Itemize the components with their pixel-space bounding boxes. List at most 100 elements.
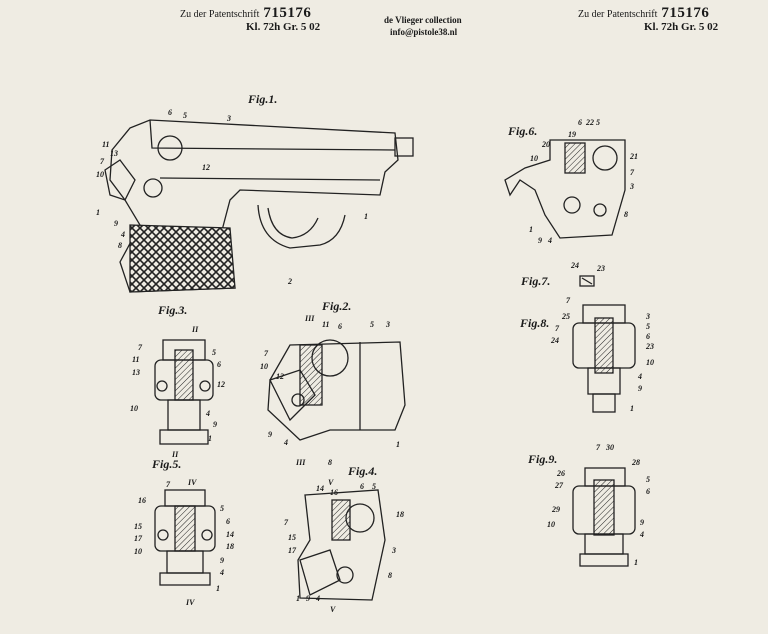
fig3-callout: 6	[217, 360, 221, 369]
fig9-callout: 29	[552, 505, 560, 514]
fig2-callout: 10	[260, 362, 268, 371]
fig2-drawing	[267, 339, 406, 441]
fig4-drawing	[297, 489, 386, 601]
fig9-label: Fig.9.	[528, 452, 558, 466]
fig9-callout: 9	[640, 518, 644, 527]
header-left-text: Zu der Patentschrift	[180, 9, 260, 20]
fig6-callout: 7	[630, 168, 634, 177]
fig6-callout: 19	[568, 130, 576, 139]
fig4-callout: 14	[316, 484, 324, 493]
fig2-callout: 7	[264, 349, 268, 358]
fig5-callout: 15	[134, 522, 142, 531]
fig1-callout: 8	[118, 241, 122, 250]
fig6-callout: 22	[586, 118, 594, 127]
fig2-callout: 12	[276, 372, 284, 381]
collection-line2: info@pistole38.nl	[390, 27, 458, 37]
fig5-callout: 9	[220, 556, 224, 565]
fig5-callout: 14	[226, 530, 234, 539]
fig5-callout: IV	[188, 478, 197, 487]
header-right-number: 715176	[661, 5, 710, 21]
fig4-callout: 1	[296, 594, 300, 603]
fig1-callout: 7	[100, 157, 104, 166]
fig4-callout: V	[328, 478, 334, 487]
fig3-callout: 5	[212, 348, 216, 357]
fig9-drawing	[572, 467, 636, 567]
fig8-callout: 3	[646, 312, 650, 321]
fig3-callout: II	[172, 450, 179, 459]
fig4-callout: 5	[372, 482, 376, 491]
fig8-callout: 6	[646, 332, 650, 341]
fig2-callout: III	[296, 458, 306, 467]
fig6-callout: 5	[596, 118, 600, 127]
fig8-callout: 9	[638, 384, 642, 393]
fig6-callout: 9	[538, 236, 542, 245]
fig2-callout: III	[305, 314, 315, 323]
fig1-label: Fig.1.	[248, 92, 278, 106]
fig9-callout: 10	[547, 520, 555, 529]
fig6-callout: 8	[624, 210, 628, 219]
fig2-label: Fig.2.	[322, 299, 352, 313]
fig3-drawing	[154, 339, 214, 445]
fig5-callout: 16	[138, 496, 146, 505]
fig6-drawing	[504, 139, 626, 239]
fig3-callout: II	[192, 325, 199, 334]
fig2-callout: 11	[322, 320, 330, 329]
fig1-callout: 12	[202, 163, 210, 172]
fig9-callout: 30	[606, 443, 614, 452]
fig5-callout: 17	[134, 534, 142, 543]
fig8-label: Fig.8.	[520, 316, 550, 330]
fig2-callout: 9	[268, 430, 272, 439]
fig3-callout: 11	[132, 355, 140, 364]
fig6-callout: 3	[630, 182, 634, 191]
fig1-callout: 6	[168, 108, 172, 117]
fig8-callout: 23	[646, 342, 654, 351]
header-right: Zu der Patentschrift 715176 Kl. 72h Gr. …	[578, 4, 718, 33]
fig2-callout: 8	[328, 458, 332, 467]
fig6-callout: 10	[530, 154, 538, 163]
fig9-callout: 1	[634, 558, 638, 567]
fig9-callout: 5	[646, 475, 650, 484]
fig8-callout: 10	[646, 358, 654, 367]
fig5-callout: 6	[226, 517, 230, 526]
fig8-drawing	[572, 304, 636, 413]
fig4-callout: 18	[396, 510, 404, 519]
fig3-callout: 10	[130, 404, 138, 413]
fig4-label: Fig.4.	[348, 464, 378, 478]
fig6-callout: 1	[529, 225, 533, 234]
header-left: Zu der Patentschrift 715176 Kl. 72h Gr. …	[180, 4, 320, 33]
header-left-number: 715176	[263, 5, 312, 21]
fig7-label: Fig.7.	[521, 274, 551, 288]
fig8-callout: 1	[630, 404, 634, 413]
fig5-callout: 7	[166, 480, 170, 489]
fig6-callout: 21	[630, 152, 638, 161]
fig1-callout: 9	[114, 219, 118, 228]
fig2-callout: 3	[386, 320, 390, 329]
collection-note: de Vlieger collection info@pistole38.nl	[384, 14, 462, 38]
fig5-callout: 4	[220, 568, 224, 577]
header-left-class: Kl. 72h Gr. 5 02	[246, 21, 321, 33]
collection-line1: de Vlieger collection	[384, 15, 462, 25]
fig2-callout: 6	[338, 322, 342, 331]
fig1-callout: 13	[110, 149, 118, 158]
fig1-callout: 1	[364, 212, 368, 221]
fig5-callout: 18	[226, 542, 234, 551]
fig6-label: Fig.6.	[508, 124, 538, 138]
fig4-callout: 8	[388, 571, 392, 580]
fig1-callout: 11	[102, 140, 110, 149]
fig4-callout: 15	[288, 533, 296, 542]
fig4-callout: 17	[288, 546, 296, 555]
fig5-callout: 1	[216, 584, 220, 593]
fig5-drawing	[154, 489, 216, 586]
fig7-callout: 23	[597, 264, 605, 273]
fig3-callout: 13	[132, 368, 140, 377]
fig3-callout: 9	[213, 420, 217, 429]
fig6-callout: 4	[548, 236, 552, 245]
fig1-callout: 5	[183, 111, 187, 120]
fig9-callout: 7	[596, 443, 600, 452]
fig4-callout: 6	[360, 482, 364, 491]
fig9-callout: 6	[646, 487, 650, 496]
fig9-callout: 28	[632, 458, 640, 467]
fig1-callout: 4	[121, 230, 125, 239]
